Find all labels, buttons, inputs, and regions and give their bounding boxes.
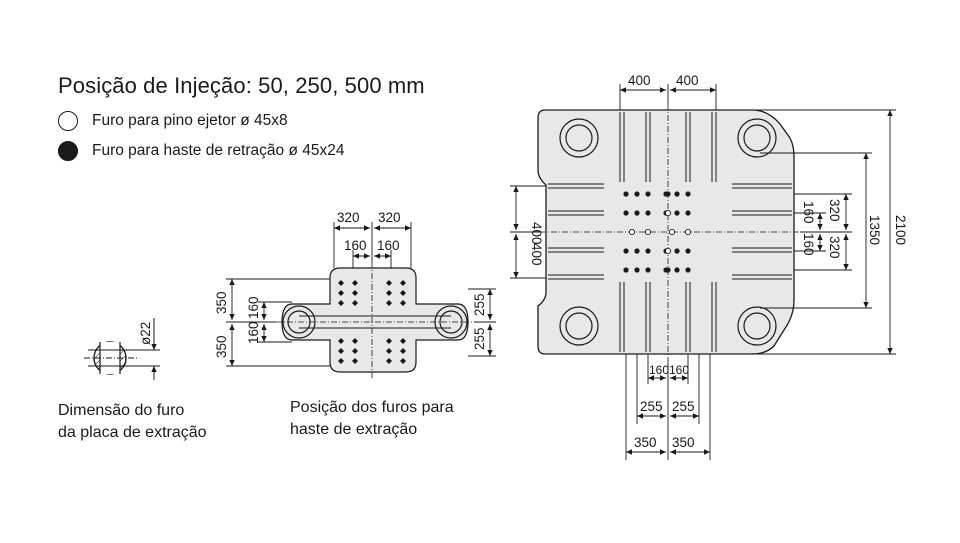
dim-label: 255: [472, 327, 487, 350]
dim-label: 255: [640, 399, 663, 414]
tie-bar-holes: [559, 118, 777, 346]
platen-dimensions: [510, 84, 896, 460]
dim-label: 400: [529, 243, 544, 266]
caption-line: Dimensão do furo: [58, 402, 185, 419]
dim-label: 255: [472, 293, 487, 316]
caption-line: haste de extração: [290, 421, 418, 438]
dim-label: 160: [649, 363, 669, 377]
caption-line: da placa de extração: [58, 424, 207, 441]
dim-label: 350: [214, 291, 229, 314]
dim-label: 400: [529, 222, 544, 245]
rod-holes-dimensions: [226, 222, 496, 367]
legend-label: Furo para haste de retração ø 45x24: [92, 142, 345, 159]
dim-label: 350: [672, 435, 695, 450]
open-circle-icon: [58, 111, 78, 131]
dim-label: 320: [337, 210, 360, 225]
dim-label: 160: [669, 363, 689, 377]
dim-label: 350: [214, 335, 229, 358]
dim-label: 160: [344, 238, 367, 253]
rod-holes-caption: Posição dos furos para haste de extração: [290, 397, 454, 441]
caption-line: Posição dos furos para: [290, 399, 454, 416]
filled-circle-icon: [58, 141, 78, 161]
rod-holes-view: [276, 262, 474, 378]
legend-item-ejector-pin: Furo para pino ejetor ø 45x8: [58, 111, 288, 131]
dim-label: 400: [628, 73, 651, 88]
page-title: Posição de Injeção: 50, 250, 500 mm: [58, 73, 425, 98]
dim-label: 350: [634, 435, 657, 450]
detail-hole-caption: Dimensão do furo da placa de extração: [58, 400, 207, 444]
dim-label: 160: [246, 296, 261, 319]
dim-label: 1350: [867, 215, 882, 245]
detail-hole-section: [84, 318, 160, 380]
dim-label: 320: [827, 236, 842, 259]
dim-label: 320: [378, 210, 401, 225]
platen-hole-pattern: [623, 190, 692, 273]
dim-label: 255: [672, 399, 695, 414]
dim-label: 320: [827, 199, 842, 222]
dim-label: 160: [801, 201, 816, 224]
dim-label: 400: [676, 73, 699, 88]
dim-label: 160: [801, 233, 816, 256]
rod-hole-pattern: [338, 280, 406, 364]
legend-label: Furo para pino ejetor ø 45x8: [92, 112, 288, 129]
legend-item-retraction-rod: Furo para haste de retração ø 45x24: [58, 141, 344, 161]
dim-label: 160: [377, 238, 400, 253]
dim-label: ø22: [138, 322, 153, 345]
dim-label: 2100: [893, 215, 908, 245]
dim-label: 160: [246, 321, 261, 344]
